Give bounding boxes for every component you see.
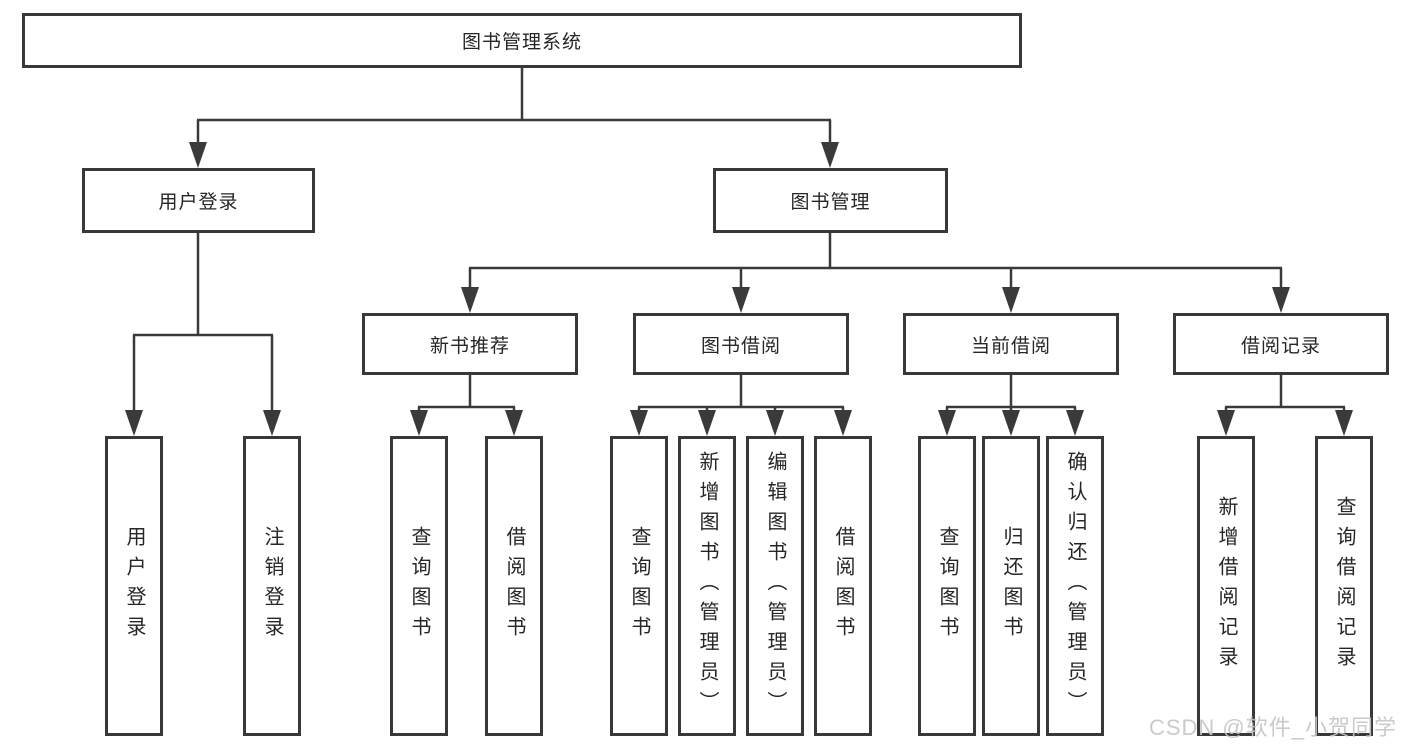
leaf-label: 查询图书 bbox=[936, 526, 958, 646]
leaf-user-login: 用户登录 bbox=[105, 436, 163, 736]
node-label: 用户登录 bbox=[158, 192, 239, 213]
leaf-label: 借阅图书 bbox=[503, 526, 525, 646]
leaf-label: 借阅图书 bbox=[832, 526, 854, 646]
node-label: 图书管理 bbox=[790, 192, 871, 213]
leaf-records-add-record: 新增借阅记录 bbox=[1197, 436, 1255, 736]
leaf-label: 新增图书（管理员） bbox=[696, 451, 718, 721]
leaf-recommend-query-books: 查询图书 bbox=[390, 436, 448, 736]
leaf-current-return-books: 归还图书 bbox=[982, 436, 1040, 736]
leaf-current-query-books: 查询图书 bbox=[918, 436, 976, 736]
watermark: CSDN @软件_小贺同学 bbox=[1148, 715, 1397, 740]
leaf-label: 用户登录 bbox=[123, 526, 145, 646]
leaf-logout: 注销登录 bbox=[243, 436, 301, 736]
arrowheads bbox=[125, 142, 1353, 436]
leaf-current-confirm-return-admin: 确认归还（管理员） bbox=[1046, 436, 1104, 736]
leaf-label: 归还图书 bbox=[1000, 526, 1022, 646]
node-new-book-recommend: 新书推荐 bbox=[362, 313, 578, 375]
leaf-label: 查询图书 bbox=[408, 526, 430, 646]
node-book-borrow: 图书借阅 bbox=[633, 313, 849, 375]
node-current-borrow: 当前借阅 bbox=[903, 313, 1119, 375]
leaf-borrow-edit-books-admin: 编辑图书（管理员） bbox=[746, 436, 804, 736]
node-label: 当前借阅 bbox=[970, 335, 1051, 357]
leaf-label: 确认归还（管理员） bbox=[1064, 451, 1086, 721]
leaf-borrow-borrow-books: 借阅图书 bbox=[814, 436, 872, 736]
node-book-management: 图书管理 bbox=[713, 168, 948, 233]
leaf-recommend-borrow-books: 借阅图书 bbox=[485, 436, 543, 736]
leaf-label: 查询图书 bbox=[628, 526, 650, 646]
node-user-login: 用户登录 bbox=[82, 168, 315, 233]
leaf-borrow-add-books-admin: 新增图书（管理员） bbox=[678, 436, 736, 736]
node-label: 借阅记录 bbox=[1240, 335, 1321, 357]
node-borrow-records: 借阅记录 bbox=[1173, 313, 1389, 375]
leaf-borrow-query-books: 查询图书 bbox=[610, 436, 668, 736]
node-label: 图书借阅 bbox=[700, 335, 781, 357]
leaf-label: 注销登录 bbox=[261, 526, 283, 646]
leaf-label: 编辑图书（管理员） bbox=[764, 451, 786, 721]
leaf-label: 新增借阅记录 bbox=[1215, 496, 1237, 676]
leaf-label: 查询借阅记录 bbox=[1333, 496, 1355, 676]
node-library-management-system: 图书管理系统 bbox=[22, 13, 1022, 68]
node-label: 图书管理系统 bbox=[461, 32, 582, 53]
leaf-records-query-record: 查询借阅记录 bbox=[1315, 436, 1373, 736]
node-label: 新书推荐 bbox=[429, 335, 510, 357]
